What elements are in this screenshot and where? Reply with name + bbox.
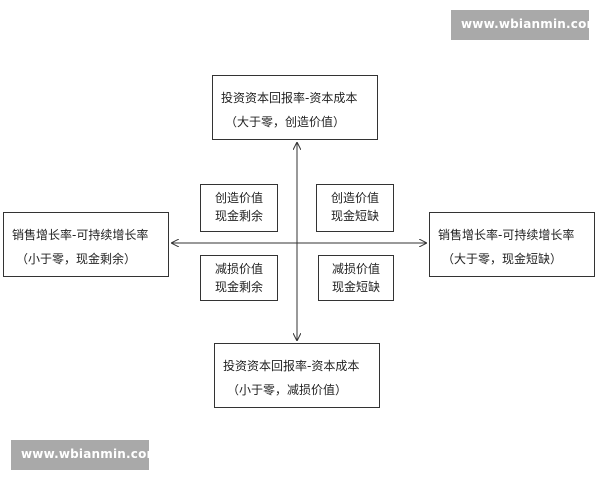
quadrant-bottom-left: 减损价值 现金剩余 xyxy=(200,255,278,301)
bottom-box-title: 投资资本回报率-资本成本 xyxy=(223,359,360,373)
quadrant-bottom-right: 减损价值 现金短缺 xyxy=(318,255,394,301)
watermark-bottom: www.wbianmin.com xyxy=(11,440,159,470)
bottom-roic-box: 投资资本回报率-资本成本 （小于零，减损价值） xyxy=(214,343,380,408)
quadrant-bottom-right-line1: 减损价值 xyxy=(331,262,380,276)
quadrant-bottom-right-line2: 现金短缺 xyxy=(331,280,380,295)
right-box-note: （大于零，现金短缺） xyxy=(442,252,563,267)
quadrant-bottom-left-line1: 减损价值 xyxy=(214,262,263,276)
bottom-box-note: （小于零，减损价值） xyxy=(227,383,348,398)
quadrant-top-right-line1: 创造价值 xyxy=(330,191,379,205)
right-box-title: 销售增长率-可持续增长率 xyxy=(438,228,575,242)
watermark-top: www.wbianmin.com xyxy=(451,10,599,40)
quadrant-top-right: 创造价值 现金短缺 xyxy=(316,184,394,232)
top-box-title: 投资资本回报率-资本成本 xyxy=(221,91,358,105)
quadrant-bottom-left-line2: 现金剩余 xyxy=(214,280,263,295)
left-box-note: （小于零，现金剩余） xyxy=(16,252,137,267)
quadrant-top-left-line1: 创造价值 xyxy=(214,191,263,205)
quadrant-top-right-line2: 现金短缺 xyxy=(330,209,379,224)
top-box-note: （大于零，创造价值） xyxy=(225,115,346,130)
left-growth-box: 销售增长率-可持续增长率 （小于零，现金剩余） xyxy=(3,212,169,277)
top-roic-box: 投资资本回报率-资本成本 （大于零，创造价值） xyxy=(212,75,378,140)
left-box-title: 销售增长率-可持续增长率 xyxy=(12,228,149,242)
quadrant-top-left-line2: 现金剩余 xyxy=(214,209,263,224)
right-growth-box: 销售增长率-可持续增长率 （大于零，现金短缺） xyxy=(429,212,595,277)
quadrant-top-left: 创造价值 现金剩余 xyxy=(200,184,278,232)
